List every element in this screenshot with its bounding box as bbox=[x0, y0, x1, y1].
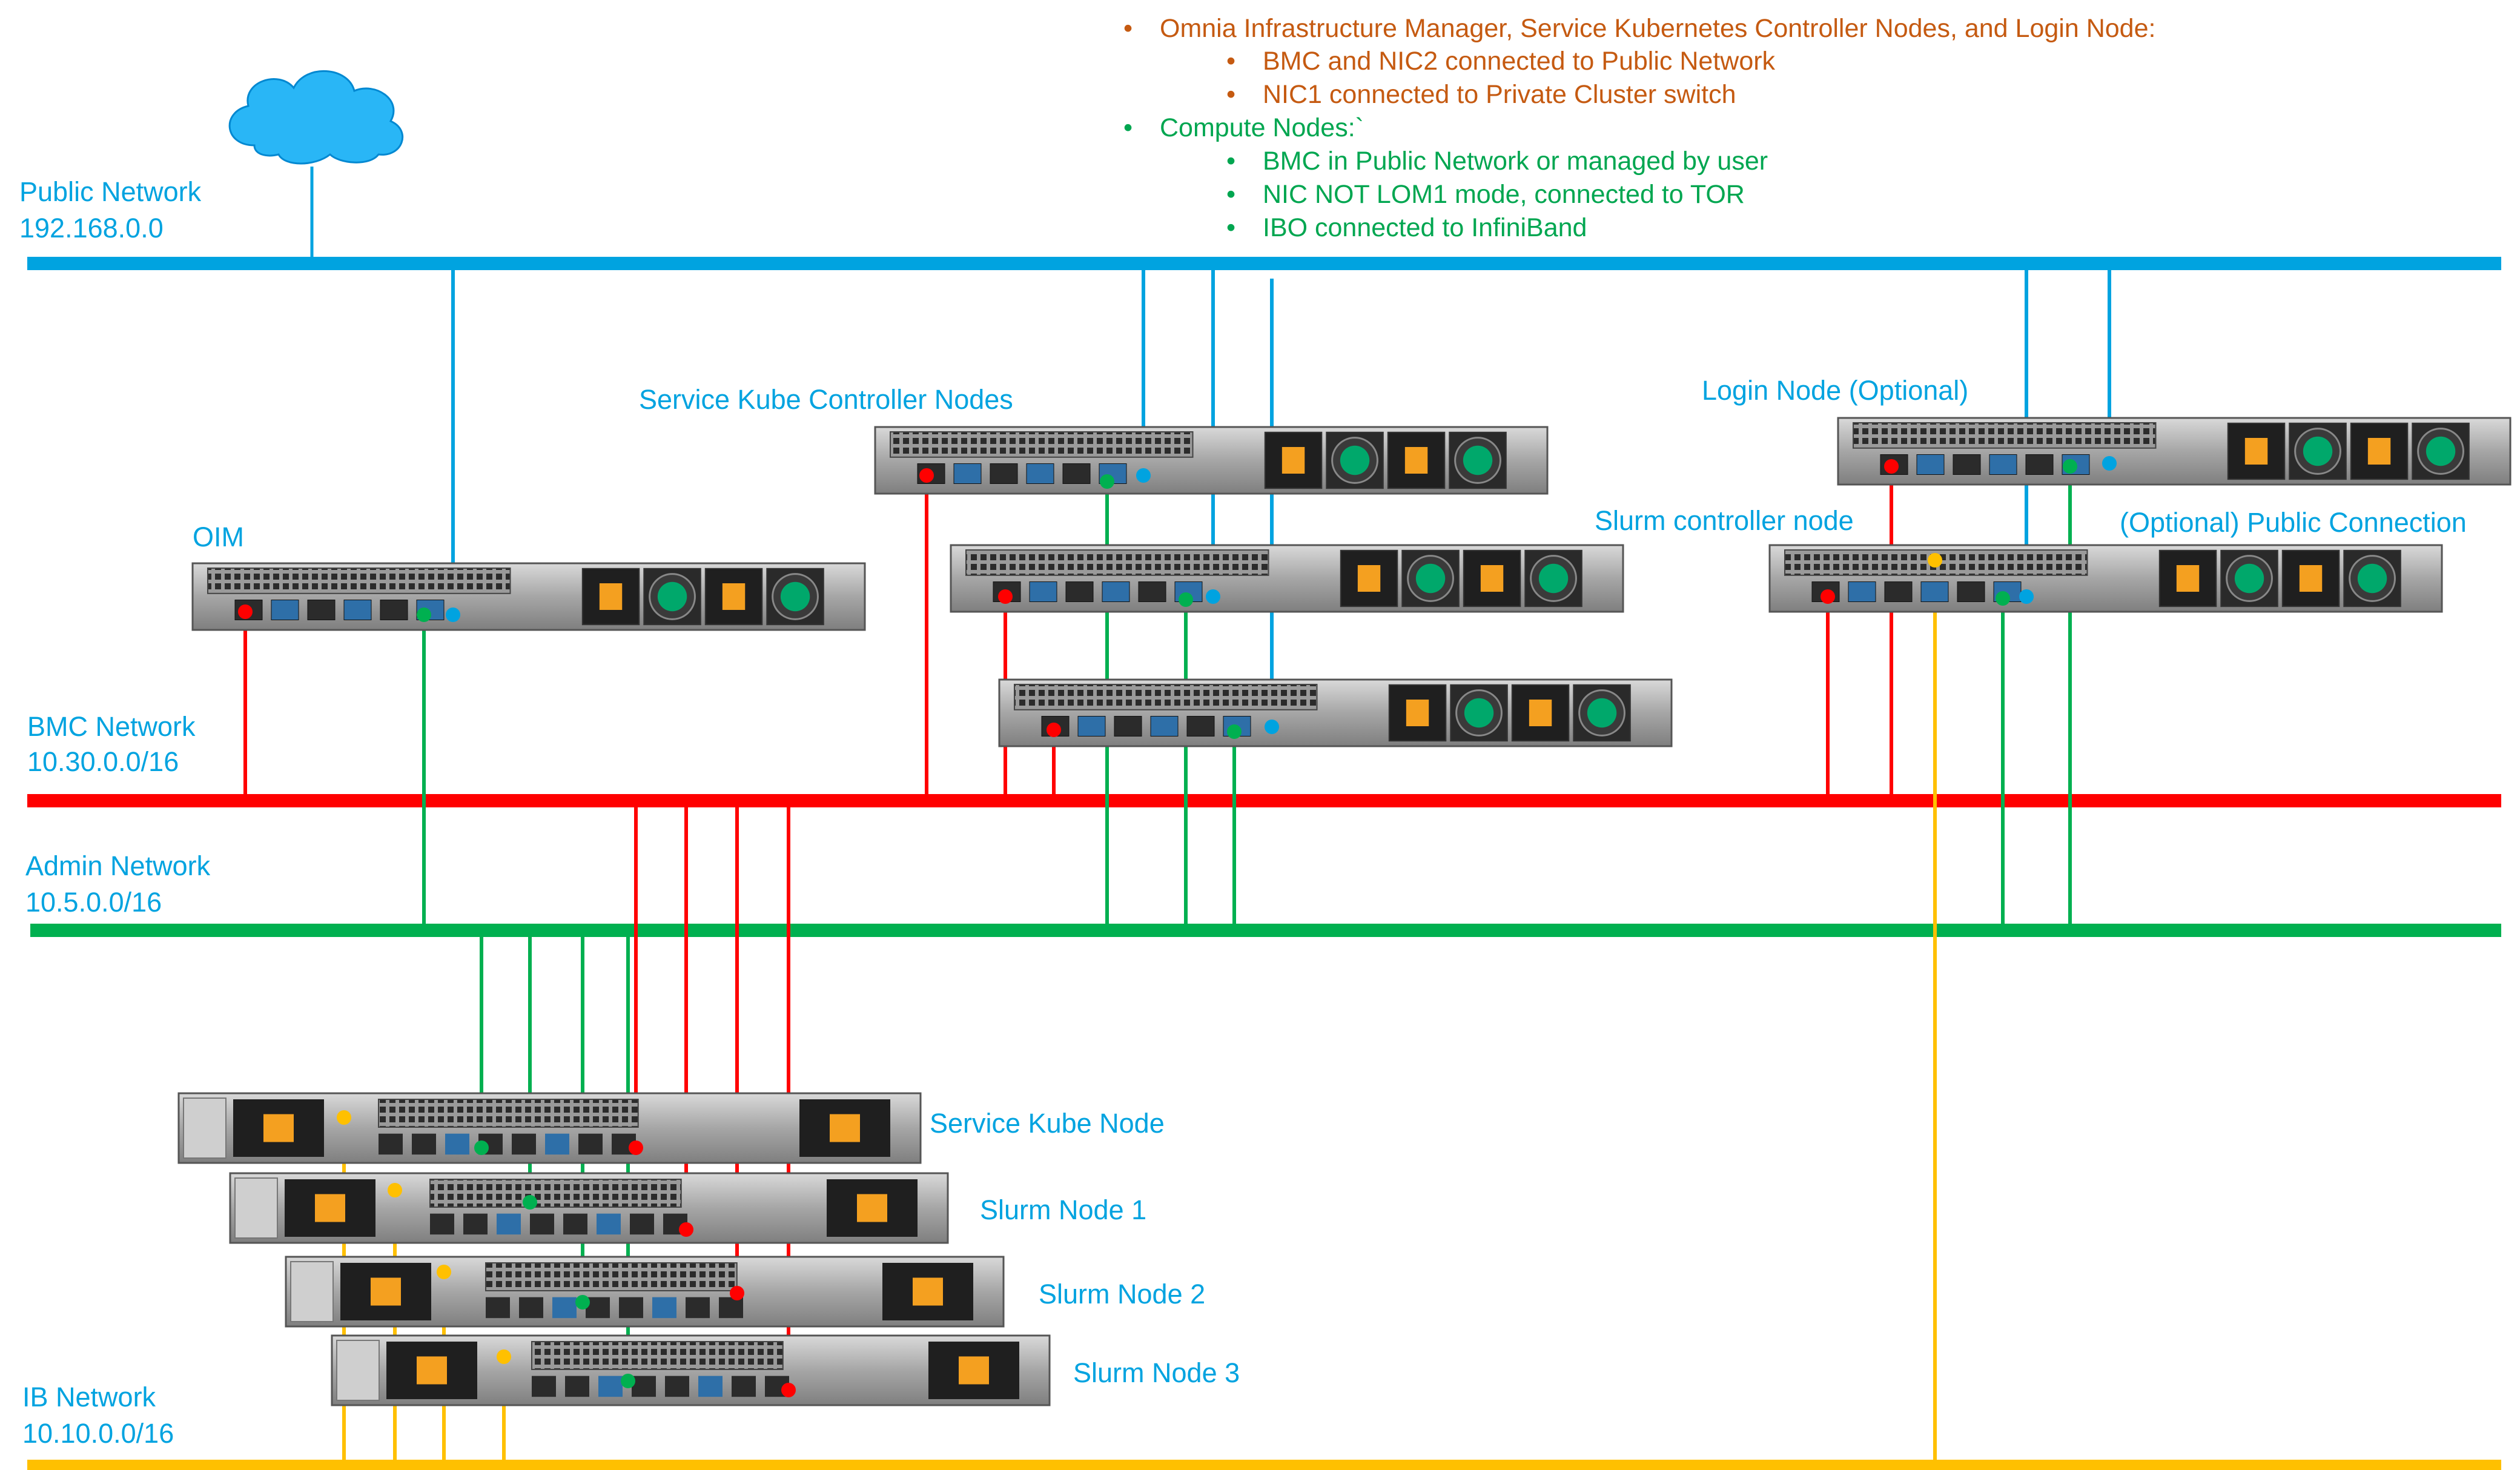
public-links bbox=[451, 270, 2111, 727]
port-connection-dot bbox=[446, 608, 460, 622]
port-connection-dot bbox=[238, 604, 253, 619]
note-item-1-sub-1-text: BMC and NIC2 connected to Public Network bbox=[1263, 47, 1776, 76]
login-node-server bbox=[1837, 417, 2512, 486]
oim-label: OIM bbox=[193, 521, 244, 552]
service-kube-controller-label: Service Kube Controller Nodes bbox=[639, 384, 1013, 415]
note-item-1-sub-2: • NIC1 connected to Private Cluster switc… bbox=[1226, 82, 1736, 108]
port-connection-dot bbox=[621, 1374, 635, 1388]
slurm-node-2-label: Slurm Node 2 bbox=[1039, 1279, 1206, 1309]
port-connection-dot bbox=[730, 1286, 744, 1300]
port-connection-dot bbox=[2102, 456, 2117, 471]
slurm-node-3-label: Slurm Node 3 bbox=[1073, 1357, 1240, 1388]
port-connection-dot bbox=[781, 1383, 796, 1397]
port-connection-dot bbox=[1996, 591, 2010, 606]
port-connection-dot bbox=[523, 1195, 537, 1210]
port-connection-dot bbox=[629, 1141, 643, 1155]
port-connection-dot bbox=[1265, 720, 1279, 734]
ib-network-bus bbox=[27, 1460, 2501, 1470]
bullet-icon: • bbox=[1226, 180, 1236, 209]
admin-network-subnet: 10.5.0.0/16 bbox=[25, 887, 162, 918]
port-connection-dot bbox=[919, 468, 934, 483]
bullet-icon: • bbox=[1226, 213, 1236, 242]
bullet-icon: • bbox=[1226, 47, 1236, 76]
slurm-node-2-server bbox=[285, 1256, 1005, 1328]
ib-network-subnet: 10.10.0.0/16 bbox=[22, 1418, 174, 1449]
port-connection-dot bbox=[388, 1183, 402, 1197]
port-connection-dot bbox=[1136, 468, 1151, 483]
admin-network-name: Admin Network bbox=[25, 850, 211, 881]
note-item-2-text: Compute Nodes:` bbox=[1160, 113, 1364, 142]
note-item-2: • Compute Nodes:` bbox=[1123, 115, 1364, 141]
note-item-1-sub-1: • BMC and NIC2 connected to Public Networ… bbox=[1226, 48, 1775, 74]
note-item-2-sub-2-text: NIC NOT LOM1 mode, connected to TOR bbox=[1263, 180, 1745, 209]
port-connection-dot bbox=[417, 608, 431, 622]
port-connection-dot bbox=[1047, 723, 1061, 737]
bullet-icon: • bbox=[1123, 14, 1133, 43]
service-kube-controller-server-2 bbox=[950, 544, 1624, 613]
port-connection-dot bbox=[1100, 474, 1114, 489]
slurm-node-3-server bbox=[331, 1334, 1051, 1406]
port-connection-dot bbox=[497, 1349, 511, 1364]
port-connection-dot bbox=[1884, 459, 1899, 474]
slurm-node-1-server bbox=[229, 1172, 949, 1244]
port-connection-dot bbox=[1821, 589, 1835, 604]
slurm-node-1-label: Slurm Node 1 bbox=[980, 1194, 1147, 1225]
optional-public-connection-label: (Optional) Public Connection bbox=[2120, 507, 2467, 538]
port-connection-dot bbox=[1179, 592, 1193, 607]
port-connection-dot bbox=[2019, 589, 2034, 604]
note-item-1: • Omnia Infrastructure Manager, Service K… bbox=[1123, 16, 2155, 42]
note-item-2-sub-1-text: BMC in Public Network or managed by user bbox=[1263, 147, 1768, 176]
port-connection-dot bbox=[337, 1110, 351, 1125]
port-connection-dot bbox=[437, 1265, 451, 1279]
port-connection-dot bbox=[1206, 589, 1220, 604]
service-kube-node-server bbox=[177, 1092, 922, 1164]
bullet-icon: • bbox=[1226, 80, 1236, 109]
admin-network-bus bbox=[30, 924, 2501, 937]
note-item-2-sub-3-text: IBO connected to InfiniBand bbox=[1263, 213, 1587, 242]
port-connection-dot bbox=[998, 589, 1013, 604]
slurm-controller-server bbox=[1768, 544, 2443, 613]
note-item-2-sub-1: • BMC in Public Network or managed by use… bbox=[1226, 148, 1768, 174]
note-item-2-sub-3: • IBO connected to InfiniBand bbox=[1226, 215, 1587, 241]
ib-network-name: IB Network bbox=[22, 1382, 156, 1412]
service-kube-controller-server-3 bbox=[998, 678, 1673, 747]
bullet-icon: • bbox=[1226, 147, 1236, 176]
port-connection-dot bbox=[575, 1295, 590, 1309]
bmc-network-name: BMC Network bbox=[27, 711, 196, 742]
oim-server bbox=[191, 562, 866, 631]
note-item-1-text: Omnia Infrastructure Manager, Service Ku… bbox=[1160, 14, 2156, 43]
port-connection-dot bbox=[2063, 459, 2077, 474]
public-network-subnet: 192.168.0.0 bbox=[19, 213, 164, 243]
service-kube-controller-server-1 bbox=[874, 426, 1549, 495]
port-connection-dot bbox=[679, 1222, 693, 1237]
port-connection-dot bbox=[474, 1141, 489, 1155]
public-network-bus bbox=[27, 257, 2501, 270]
service-kube-node-label: Service Kube Node bbox=[930, 1108, 1165, 1139]
cloud-icon bbox=[228, 70, 404, 257]
note-item-1-sub-2-text: NIC1 connected to Private Cluster switch bbox=[1263, 80, 1736, 109]
port-connection-dot bbox=[1928, 553, 1942, 568]
slurm-controller-label: Slurm controller node bbox=[1595, 505, 1854, 536]
note-item-2-sub-2: • NIC NOT LOM1 mode, connected to TOR bbox=[1226, 182, 1745, 208]
public-network-name: Public Network bbox=[19, 176, 202, 207]
bullet-icon: • bbox=[1123, 113, 1133, 142]
bmc-network-bus bbox=[27, 794, 2501, 807]
bmc-network-subnet: 10.30.0.0/16 bbox=[27, 746, 179, 777]
port-connection-dot bbox=[1227, 724, 1242, 739]
login-node-label: Login Node (Optional) bbox=[1702, 375, 1969, 406]
